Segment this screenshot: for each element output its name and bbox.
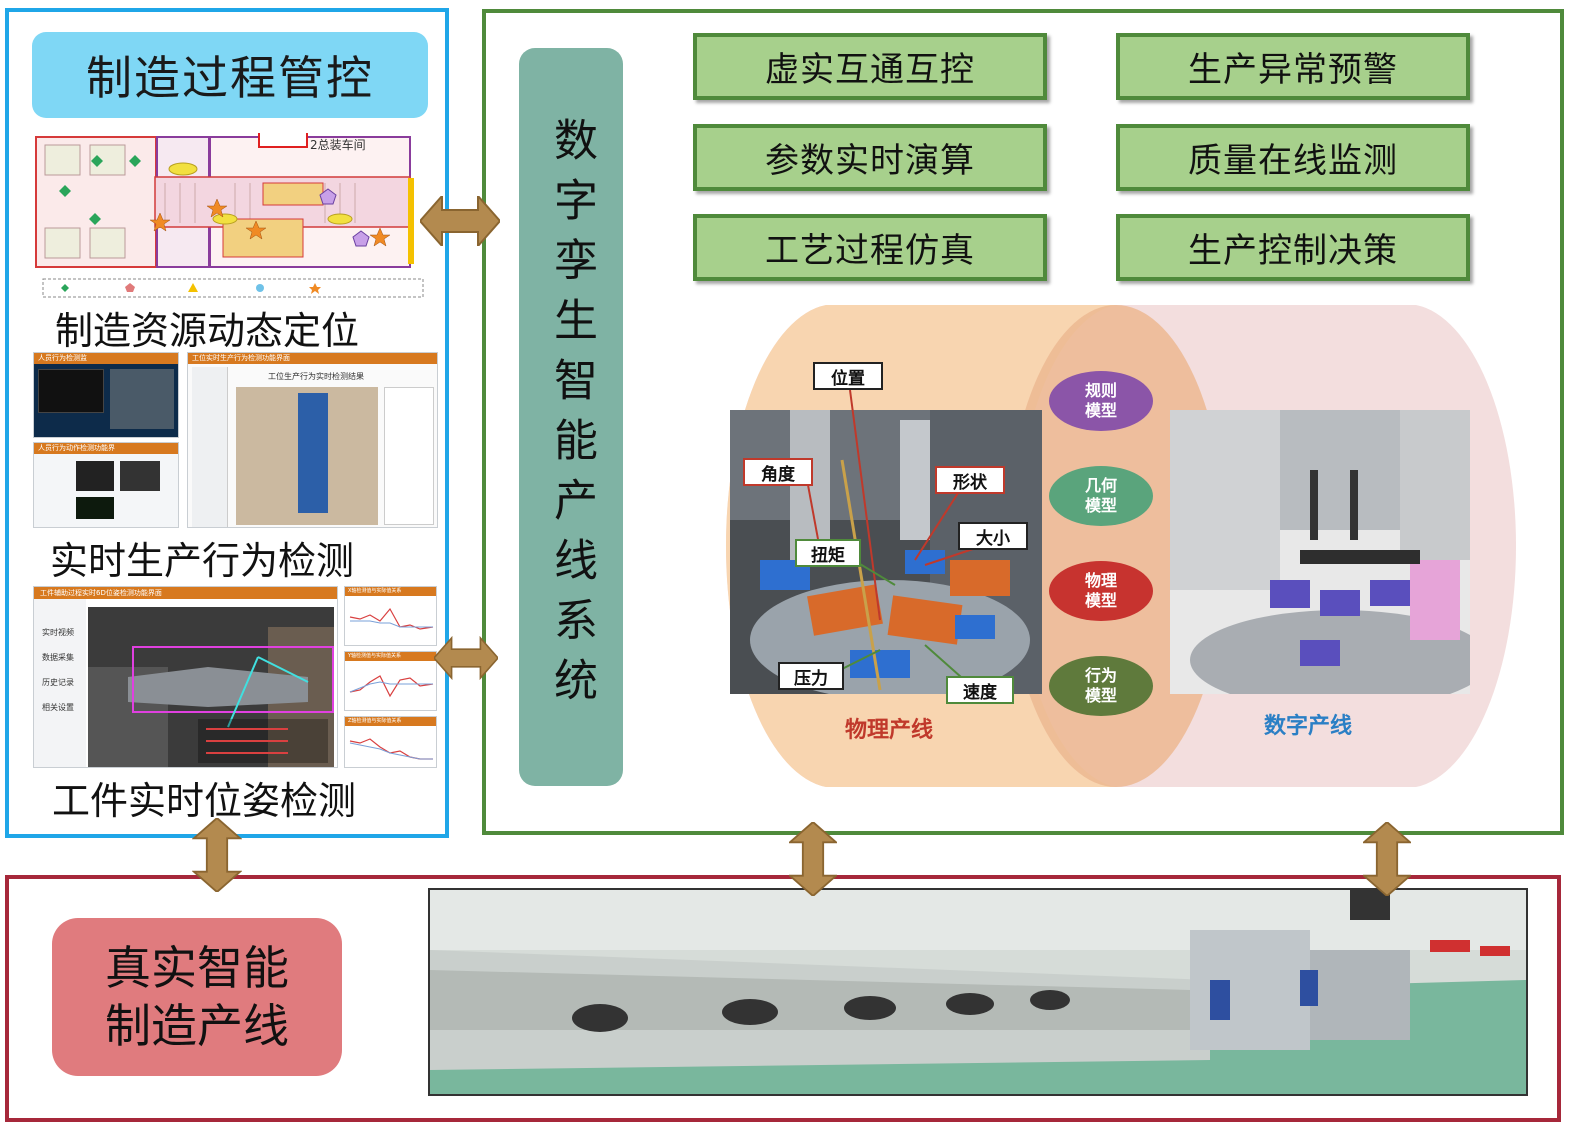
label-shape: 形状 <box>935 466 1005 494</box>
pose-screen-title: 工件辅助过程实时6D位姿检测功能界面 <box>34 587 337 599</box>
pose-menu-item[interactable]: 实时视频 <box>42 628 74 637</box>
y-chart-title: Y轴检测值与实际值关系 <box>345 652 436 661</box>
factory-photo <box>428 888 1528 1096</box>
function-process-simulation: 工艺过程仿真 <box>693 214 1047 281</box>
action-detection-screen: 人员行为动作检测功能界 <box>33 442 179 528</box>
y-axis-chart: Y轴检测值与实际值关系 <box>344 651 437 711</box>
digital-twin-title-bar: 数字孪生智能产线系统 <box>519 48 623 786</box>
resource-positioning-caption: 制造资源动态定位 <box>55 309 360 353</box>
personnel-behavior-screen: 人员行为检测监 <box>33 352 179 438</box>
real-title-line1: 真实智能 <box>105 941 289 995</box>
label-torque: 扭矩 <box>795 539 861 567</box>
digital-twin-title: 数字孪生智能产线系统 <box>546 117 597 717</box>
arrow-twin-to-real-1 <box>789 822 837 896</box>
pose-menu-item[interactable]: 相关设置 <box>42 703 74 712</box>
workshop-floor-plan <box>35 130 437 301</box>
arrow-left-to-twin-bottom <box>434 637 498 679</box>
function-anomaly-warning: 生产异常预警 <box>1116 33 1470 100</box>
workshop-label: 2总装车间 <box>310 138 366 152</box>
model-physics: 物理 模型 <box>1049 561 1153 621</box>
digital-line-label: 数字产线 <box>1264 714 1353 739</box>
pose-detection-screen: 工件辅助过程实时6D位姿检测功能界面 实时视频 数据采集 历史记录 相关设置 <box>33 586 338 768</box>
x-chart-title: X轴检测值与实际值关系 <box>345 587 436 596</box>
pose-menu-item[interactable]: 历史记录 <box>42 678 74 687</box>
real-title-line2: 制造产线 <box>105 999 289 1053</box>
line-behavior-screen-title: 工位实时生产行为检测功能界面 <box>188 353 437 364</box>
physical-line-label: 物理产线 <box>845 718 934 743</box>
pose-menu-item[interactable]: 数据采集 <box>42 653 74 662</box>
z-chart-title: Z轴检测值与实际值关系 <box>345 717 436 726</box>
line-behavior-subtitle: 工位生产行为实时检测结果 <box>268 372 364 381</box>
behavior-detection-caption: 实时生产行为检测 <box>50 539 355 583</box>
label-pressure: 压力 <box>778 662 844 690</box>
function-parameter-calculation: 参数实时演算 <box>693 124 1047 191</box>
pose-detection-caption: 工件实时位姿检测 <box>52 779 357 823</box>
model-geometry: 几何 模型 <box>1049 466 1153 526</box>
label-angle: 角度 <box>743 458 813 486</box>
action-detection-screen-title: 人员行为动作检测功能界 <box>34 443 178 454</box>
z-axis-chart: Z轴检测值与实际值关系 <box>344 716 437 768</box>
digital-line-image <box>1170 410 1490 710</box>
arrow-left-to-twin-top <box>420 196 500 246</box>
real-production-line-title: 真实智能 制造产线 <box>52 918 342 1076</box>
personnel-behavior-screen-title: 人员行为检测监 <box>34 353 178 364</box>
pose-camera-view <box>88 607 334 767</box>
function-quality-monitoring: 质量在线监测 <box>1116 124 1470 191</box>
function-virtual-real-control: 虚实互通互控 <box>693 33 1047 100</box>
arrow-left-to-real <box>192 818 242 892</box>
function-control-decision: 生产控制决策 <box>1116 214 1470 281</box>
line-behavior-screen: 工位实时生产行为检测功能界面 工位生产行为实时检测结果 <box>187 352 438 528</box>
model-behavior: 行为 模型 <box>1049 656 1153 716</box>
model-rule: 规则 模型 <box>1049 371 1153 431</box>
arrow-twin-to-real-2 <box>1363 822 1411 896</box>
physical-line-image <box>730 410 1042 700</box>
label-speed: 速度 <box>946 676 1014 704</box>
label-position: 位置 <box>813 362 883 390</box>
label-size: 大小 <box>958 522 1028 550</box>
x-axis-chart: X轴检测值与实际值关系 <box>344 586 437 646</box>
manufacturing-control-title: 制造过程管控 <box>32 32 428 118</box>
